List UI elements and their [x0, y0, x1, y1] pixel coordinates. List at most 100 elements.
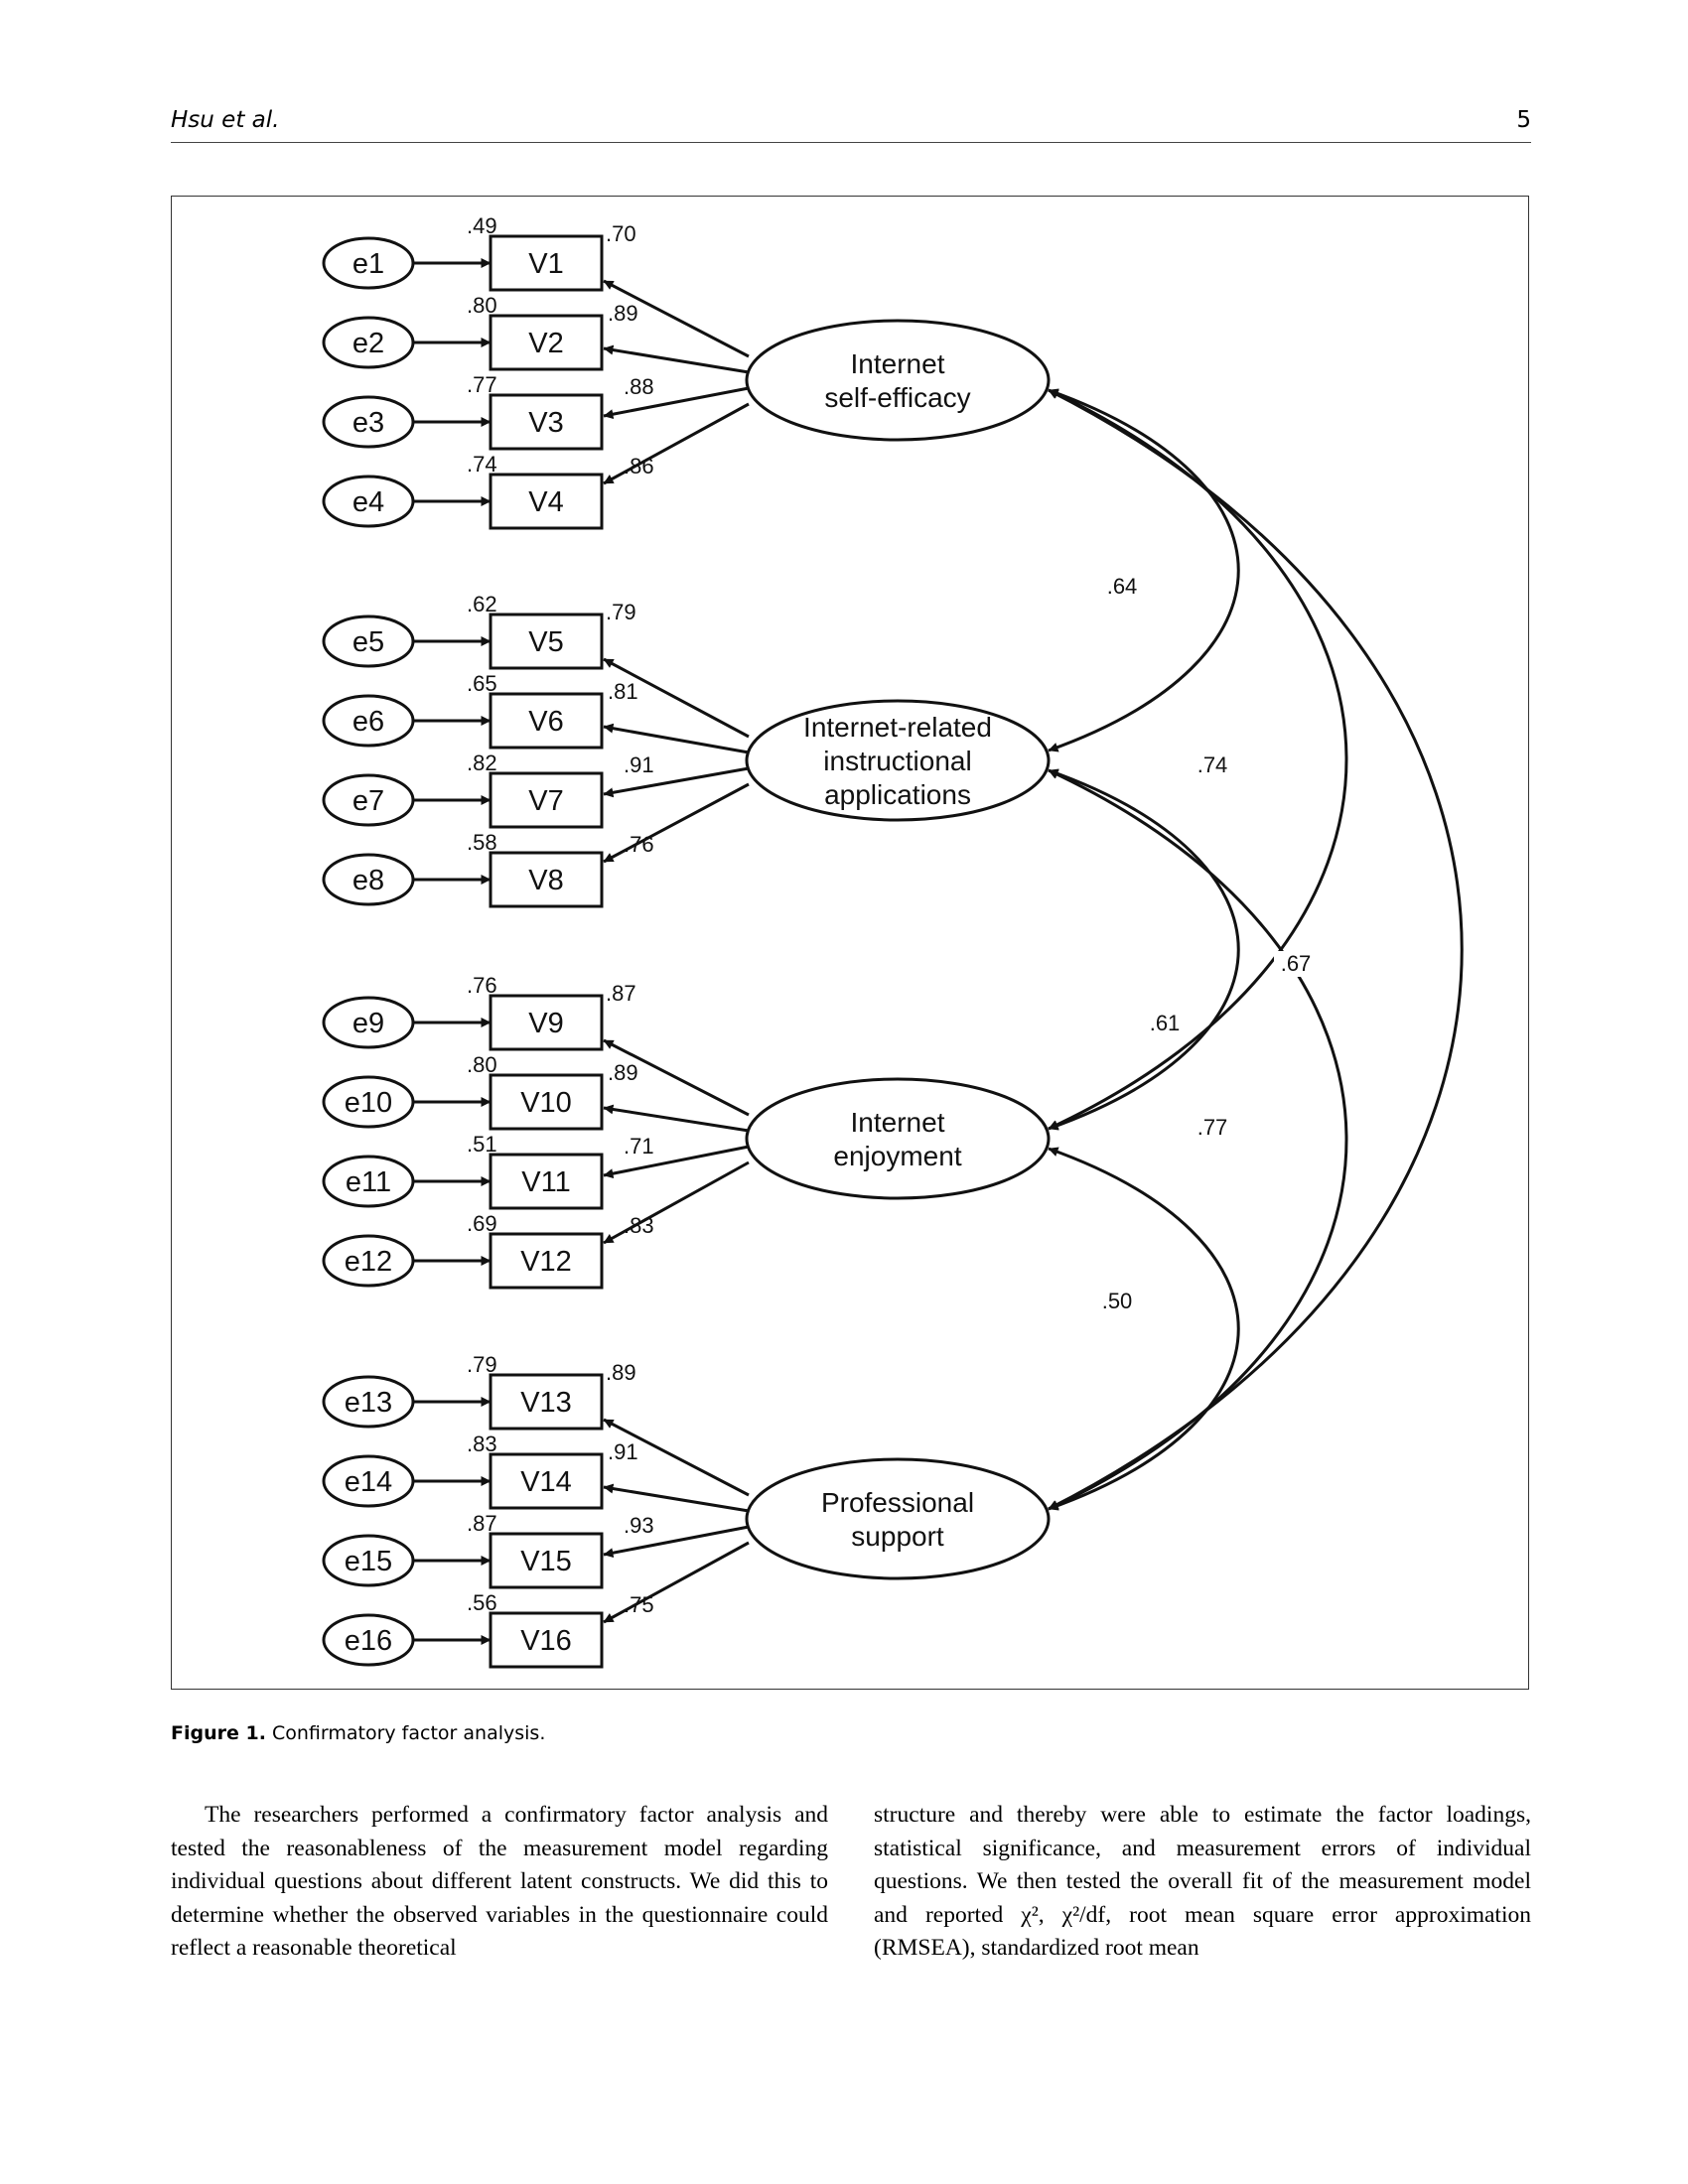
factor-label: Internet	[851, 1107, 945, 1138]
factor-label: Professional	[821, 1487, 974, 1518]
factor-ellipse	[745, 319, 1051, 442]
indicator-box	[489, 1611, 604, 1669]
loading-arrow	[603, 402, 750, 485]
indicator-box	[489, 771, 604, 829]
correlation-label-bg	[1191, 1115, 1234, 1141]
error-ellipse	[322, 996, 415, 1049]
correlation-value: .61	[1150, 1011, 1181, 1035]
error-label: e2	[352, 328, 384, 359]
loading-value: .88	[624, 374, 654, 399]
running-head: Hsu et al.	[171, 107, 280, 133]
indicator-label: V11	[521, 1166, 570, 1198]
factor-label: enjoyment	[833, 1141, 961, 1171]
indicator-box	[489, 994, 604, 1051]
r2-value: .77	[467, 372, 497, 397]
r2-value: .51	[467, 1132, 497, 1157]
indicator-box	[489, 314, 604, 371]
correlation-arc	[1048, 1147, 1240, 1511]
correlation-arc	[1048, 388, 1240, 752]
loading-arrow	[603, 1525, 750, 1559]
error-ellipse	[322, 853, 415, 906]
error-ellipse	[322, 1075, 415, 1129]
indicator-box	[489, 473, 604, 530]
factor-ellipse	[745, 1457, 1051, 1580]
factor-label: instructional	[823, 746, 971, 776]
indicator-label: V10	[520, 1087, 572, 1119]
indicator-box	[489, 1532, 604, 1589]
indicator-label: V7	[528, 785, 563, 817]
indicator-box	[489, 692, 604, 750]
figure-caption: Figure 1. Confirmatory factor analysis.	[171, 1722, 545, 1744]
error-label: e12	[345, 1246, 392, 1278]
error-label: e14	[345, 1466, 392, 1498]
indicator-label: V15	[520, 1546, 572, 1577]
loading-value: .70	[606, 221, 636, 246]
loading-value: .93	[624, 1513, 654, 1538]
indicator-box	[489, 613, 604, 670]
loading-arrow	[603, 1418, 750, 1497]
loading-value: .89	[608, 1060, 638, 1085]
correlation-label-bg	[1274, 951, 1318, 977]
correlation-value: .74	[1197, 752, 1228, 777]
loading-value: .91	[624, 752, 654, 777]
error-ellipse	[322, 773, 415, 827]
r2-value: .82	[467, 751, 497, 775]
loading-arrow	[603, 723, 750, 754]
indicator-label: V9	[528, 1008, 563, 1039]
body-text-left: The researchers performed a confirmatory…	[171, 1802, 828, 1961]
error-ellipse	[322, 1613, 415, 1667]
loading-arrow	[603, 657, 750, 739]
r2-value: .69	[467, 1211, 497, 1236]
loading-arrow	[603, 344, 750, 374]
r2-value: .83	[467, 1432, 497, 1456]
loading-arrow	[603, 1541, 750, 1624]
r2-value: .65	[467, 671, 497, 696]
error-ellipse	[322, 614, 415, 668]
factor-label: Internet-related	[803, 712, 992, 743]
error-label: e8	[352, 865, 384, 896]
error-label: e1	[352, 248, 384, 280]
factor-ellipse	[745, 1077, 1051, 1200]
loading-value: .91	[608, 1439, 638, 1464]
r2-value: .62	[467, 592, 497, 616]
indicator-label: V14	[520, 1466, 572, 1498]
loading-value: .89	[608, 301, 638, 326]
correlation-label-bg	[1100, 574, 1144, 600]
indicator-box	[489, 1073, 604, 1131]
factor-label: applications	[824, 779, 971, 810]
figure-caption-label: Figure 1.	[171, 1722, 266, 1744]
indicator-label: V6	[528, 706, 563, 738]
error-ellipse	[322, 395, 415, 449]
error-label: e16	[345, 1625, 392, 1657]
correlation-label-bg	[1095, 1289, 1139, 1314]
indicator-label: V4	[528, 486, 563, 518]
loading-value: .76	[624, 832, 654, 857]
loading-arrow	[603, 279, 750, 358]
r2-value: .79	[467, 1352, 497, 1377]
error-ellipse	[322, 1234, 415, 1288]
loading-value: .86	[624, 454, 654, 478]
error-label: e15	[345, 1546, 392, 1577]
correlation-value: .77	[1197, 1115, 1228, 1140]
loading-arrow	[603, 1038, 750, 1117]
error-ellipse	[322, 1534, 415, 1587]
error-label: e6	[352, 706, 384, 738]
indicator-label: V13	[520, 1387, 572, 1419]
error-ellipse	[322, 316, 415, 369]
error-label: e5	[352, 626, 384, 658]
loading-arrow	[603, 782, 750, 864]
r2-value: .56	[467, 1590, 497, 1615]
loading-value: .87	[606, 981, 636, 1006]
error-label: e4	[352, 486, 384, 518]
r2-value: .87	[467, 1511, 497, 1536]
indicator-box	[489, 1153, 604, 1210]
indicator-label: V5	[528, 626, 563, 658]
correlation-label-bg	[1143, 1011, 1187, 1036]
loading-arrow	[603, 1104, 750, 1133]
r2-value: .76	[467, 973, 497, 998]
loading-arrow	[603, 1483, 750, 1513]
error-label: e10	[345, 1087, 392, 1119]
error-ellipse	[322, 475, 415, 528]
